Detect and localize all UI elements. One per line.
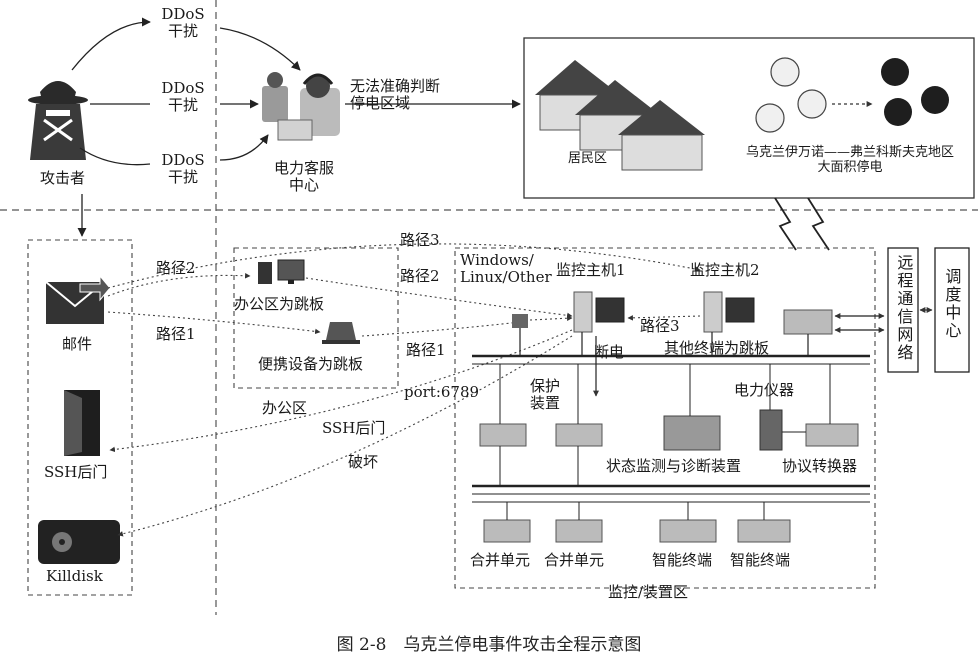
office-pc-label: 办公区为跳板	[234, 295, 325, 313]
merge-unit-label-2: 合并单元	[544, 551, 605, 569]
outage-unknown-label: 无法准确判断停电区域	[350, 77, 441, 113]
protocol-converter-label: 协议转换器	[782, 457, 858, 475]
office-zone-label: 办公区	[262, 399, 308, 417]
houses-icon	[535, 60, 705, 171]
power-meter-label: 电力仪器	[734, 381, 795, 399]
ssh-backdoor-path-label: SSH后门	[322, 419, 386, 437]
office-pc-icon	[258, 259, 305, 284]
zone-dividers	[0, 0, 978, 615]
host2-label: 监控主机2	[690, 261, 760, 279]
office-box	[233, 247, 399, 389]
network-links	[834, 307, 933, 333]
path1-email-label: 路径1	[156, 325, 196, 343]
residential-box	[523, 37, 975, 199]
laptop-icon	[322, 322, 360, 344]
protection-device-label: 保护装置	[530, 377, 561, 413]
call-center-icon	[262, 72, 340, 141]
control-zone-label: 监控/装置区	[608, 583, 689, 601]
email-icon	[45, 274, 111, 324]
other-terminal-label: 其他终端为跳板	[664, 339, 770, 357]
dispatch-center-box	[934, 247, 970, 373]
merge-unit-label-1: 合并单元	[470, 551, 531, 569]
call-center-label: 电力客服中心	[273, 159, 334, 195]
lightbulb-icons-on	[755, 57, 827, 133]
port-label: port:6789	[404, 383, 480, 401]
lightbulb-icons-off	[881, 58, 949, 126]
path3-inner-label: 路径3	[640, 317, 680, 335]
control-zone-box	[454, 247, 876, 589]
destroy-path-label: 破坏	[348, 453, 379, 471]
station-bus-lines	[472, 328, 870, 520]
path2-mid-label: 路径2	[400, 267, 440, 285]
laptop-label: 便携设备为跳板	[258, 355, 364, 373]
killdisk-icon	[38, 520, 120, 564]
attacker-icon	[28, 81, 88, 160]
figure-caption: 图 2-8 乌克兰停电事件攻击全程示意图	[336, 635, 642, 655]
path2-email-label: 路径2	[156, 259, 196, 277]
attack-paths	[107, 243, 701, 537]
ssh-backdoor-icon	[64, 390, 100, 456]
killdisk-label: Killdisk	[46, 567, 103, 585]
path1-mid-label: 路径1	[406, 341, 446, 359]
remote-network-label: 远程通信网络	[894, 254, 914, 362]
blackout-label: 乌克兰伊万诺——弗兰科斯夫克地区大面积停电	[745, 145, 954, 175]
residential-label: 居民区	[568, 151, 608, 166]
condition-monitor-label: 状态监测与诊断装置	[606, 457, 742, 475]
os-label: Windows/Linux/Other	[460, 251, 552, 287]
dispatch-center-label: 调度中心	[942, 268, 962, 340]
remote-network-box	[887, 247, 919, 373]
ssh-backdoor-label: SSH后门	[44, 463, 108, 481]
attack-tools-box	[27, 239, 133, 596]
outage-label: 断电	[594, 343, 625, 361]
path3-top-label: 路径3	[400, 231, 440, 249]
wireless-link-icons	[774, 197, 830, 251]
host1-label: 监控主机1	[556, 261, 626, 279]
smart-terminal-label-1: 智能终端	[652, 551, 713, 569]
email-label: 邮件	[62, 335, 93, 353]
attacker-label: 攻击者	[40, 169, 86, 187]
smart-terminal-label-2: 智能终端	[730, 551, 791, 569]
ddos-arrows	[71, 17, 301, 166]
